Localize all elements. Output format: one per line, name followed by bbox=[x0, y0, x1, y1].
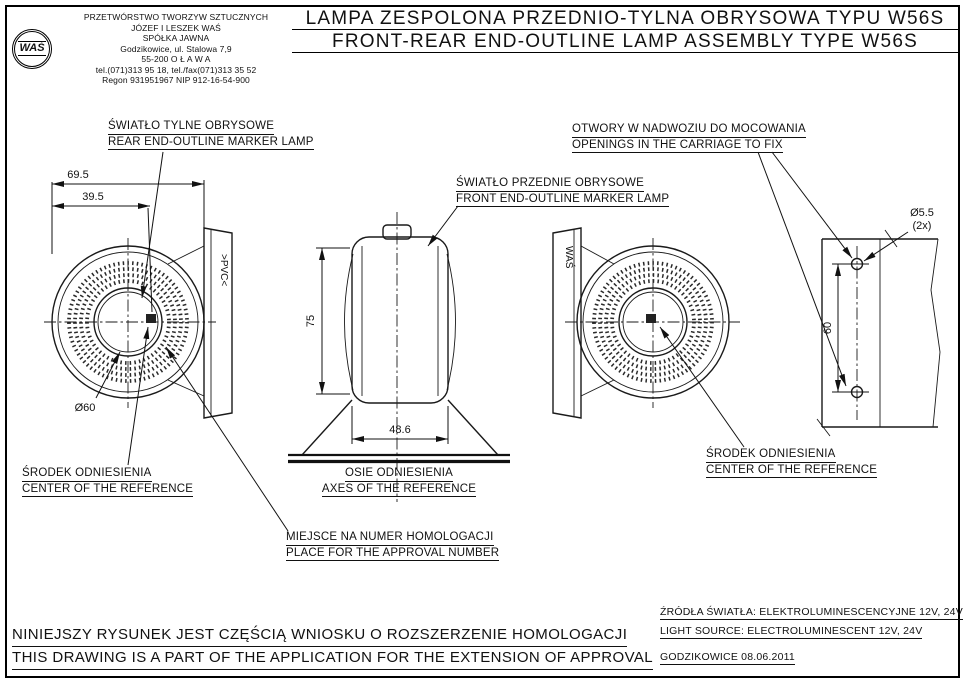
approval-note-en: THIS DRAWING IS A PART OF THE APPLICATIO… bbox=[12, 647, 654, 670]
approval-note: NINIEJSZY RYSUNEK JEST CZĘŚCIĄ WNIOSKU O… bbox=[12, 624, 654, 670]
callout-approval-number-en: PLACE FOR THE APPROVAL NUMBER bbox=[286, 546, 500, 561]
callout-approval-number: MIEJSCE NA NUMER HOMOLOGACJI PLACE FOR T… bbox=[286, 530, 500, 561]
callout-front-lamp-en: FRONT END-OUTLINE MARKER LAMP bbox=[456, 192, 670, 207]
title-block: LAMPA ZESPOLONA PRZEDNIO-TYLNA OBRYSOWA … bbox=[292, 7, 958, 53]
callout-approval-number-pl: MIEJSCE NA NUMER HOMOLOGACJI bbox=[286, 530, 494, 546]
approval-note-pl: NINIEJSZY RYSUNEK JEST CZĘŚCIĄ WNIOSKU O… bbox=[12, 624, 628, 647]
dimension-center-offset: 39.5 bbox=[52, 191, 153, 313]
carriage-section-view bbox=[816, 229, 941, 437]
callout-center-left: ŚRODEK ODNIESIENIA CENTER OF THE REFEREN… bbox=[22, 466, 194, 497]
pvc-marking: >PVC< bbox=[218, 254, 229, 286]
dim-body-height-label: 75 bbox=[305, 315, 317, 327]
light-source-en: LIGHT SOURCE: ELECTROLUMINESCENT 12V, 24… bbox=[660, 625, 923, 639]
callout-axes-en: AXES OF THE REFERENCE bbox=[321, 482, 477, 497]
dimension-body-height: 75 bbox=[305, 247, 350, 395]
dim-overall-width-label: 69.5 bbox=[67, 169, 88, 181]
callout-rear-lamp-pl: ŚWIATŁO TYLNE OBRYSOWE bbox=[108, 119, 275, 135]
company-line: JÓZEF I LESZEK WAŚ bbox=[131, 22, 221, 33]
company-line: 55-200 O Ł A W A bbox=[141, 54, 211, 64]
light-source-pl: ŹRÓDŁA ŚWIATŁA: ELEKTROLUMINESCENCYJNE 1… bbox=[660, 606, 963, 620]
dimension-hole-diameter: Ø5.5 (2x) bbox=[863, 207, 934, 262]
drawing-title-en: FRONT-REAR END-OUTLINE LAMP ASSEMBLY TYP… bbox=[292, 30, 958, 53]
callout-center-right: ŚRODEK ODNIESIENIA CENTER OF THE REFEREN… bbox=[706, 447, 878, 478]
side-view bbox=[288, 212, 510, 502]
company-line: tel.(071)313 95 18, tel./fax(071)313 35 … bbox=[95, 64, 257, 75]
callout-rear-lamp: ŚWIATŁO TYLNE OBRYSOWE REAR END-OUTLINE … bbox=[108, 119, 314, 150]
dimension-body-width: 48.6 bbox=[351, 406, 449, 444]
callout-front-lamp: ŚWIATŁO PRZEDNIE OBRYSOWE FRONT END-OUTL… bbox=[456, 176, 670, 207]
callout-front-lamp-pl: ŚWIATŁO PRZEDNIE OBRYSOWE bbox=[456, 176, 644, 192]
company-line: SPÓŁKA JAWNA bbox=[142, 33, 210, 43]
company-logo-text: WAŚ bbox=[18, 41, 46, 57]
light-source-block: ŹRÓDŁA ŚWIATŁA: ELEKTROLUMINESCENCYJNE 1… bbox=[660, 606, 963, 670]
dim-center-offset-label: 39.5 bbox=[82, 191, 103, 203]
company-line: Godzikowice, ul. Stalowa 7,9 bbox=[120, 43, 232, 54]
rear-lamp-view: WAŚ bbox=[552, 227, 740, 419]
reference-center-mark-rear bbox=[646, 314, 656, 323]
was-marking: WAŚ bbox=[563, 246, 576, 269]
callout-rear-lamp-en: REAR END-OUTLINE MARKER LAMP bbox=[108, 135, 314, 150]
callout-axes: OSIE ODNIESIENIA AXES OF THE REFERENCE bbox=[320, 466, 478, 497]
callout-center-left-pl: ŚRODEK ODNIESIENIA bbox=[22, 466, 152, 482]
front-lamp-view: >PVC< bbox=[44, 227, 233, 419]
callout-axes-pl: OSIE ODNIESIENIA bbox=[344, 466, 453, 482]
company-block: WAŚ PRZETWÓRSTWO TWORZYW SZTUCZNYCH JÓZE… bbox=[12, 12, 294, 86]
company-logo: WAŚ bbox=[12, 28, 52, 69]
callout-openings: OTWORY W NADWOZIU DO MOCOWANIA OPENINGS … bbox=[572, 122, 806, 153]
dim-hole-diameter-label: Ø5.5 bbox=[910, 207, 934, 219]
callout-openings-en: OPENINGS IN THE CARRIAGE TO FIX bbox=[572, 138, 783, 153]
company-line: Regon 931951967 NIP 912-16-54-900 bbox=[102, 75, 250, 85]
callout-center-left-en: CENTER OF THE REFERENCE bbox=[22, 482, 194, 497]
callout-center-right-pl: ŚRODEK ODNIESIENIA bbox=[706, 447, 836, 463]
callout-center-right-en: CENTER OF THE REFERENCE bbox=[706, 463, 878, 478]
callout-openings-pl: OTWORY W NADWOZIU DO MOCOWANIA bbox=[572, 122, 806, 138]
dimension-overall-width: 69.5 bbox=[51, 169, 205, 254]
dimension-lens-diameter: Ø60 bbox=[75, 351, 121, 414]
place-and-date: GODZIKOWICE 08.06.2011 bbox=[660, 651, 795, 665]
dimension-hole-spacing: 60 bbox=[822, 263, 851, 393]
drawing-title-pl: LAMPA ZESPOLONA PRZEDNIO-TYLNA OBRYSOWA … bbox=[292, 7, 958, 30]
company-line: PRZETWÓRSTWO TWORZYW SZTUCZNYCH bbox=[83, 12, 269, 22]
dim-hole-count-label: (2x) bbox=[913, 220, 932, 232]
dim-body-width-label: 48.6 bbox=[389, 424, 410, 436]
dim-lens-diameter-label: Ø60 bbox=[75, 402, 96, 414]
company-address: PRZETWÓRSTWO TWORZYW SZTUCZNYCH JÓZEF I … bbox=[58, 12, 294, 86]
callout-leaders bbox=[127, 151, 853, 532]
reference-center-mark-front bbox=[146, 314, 156, 323]
